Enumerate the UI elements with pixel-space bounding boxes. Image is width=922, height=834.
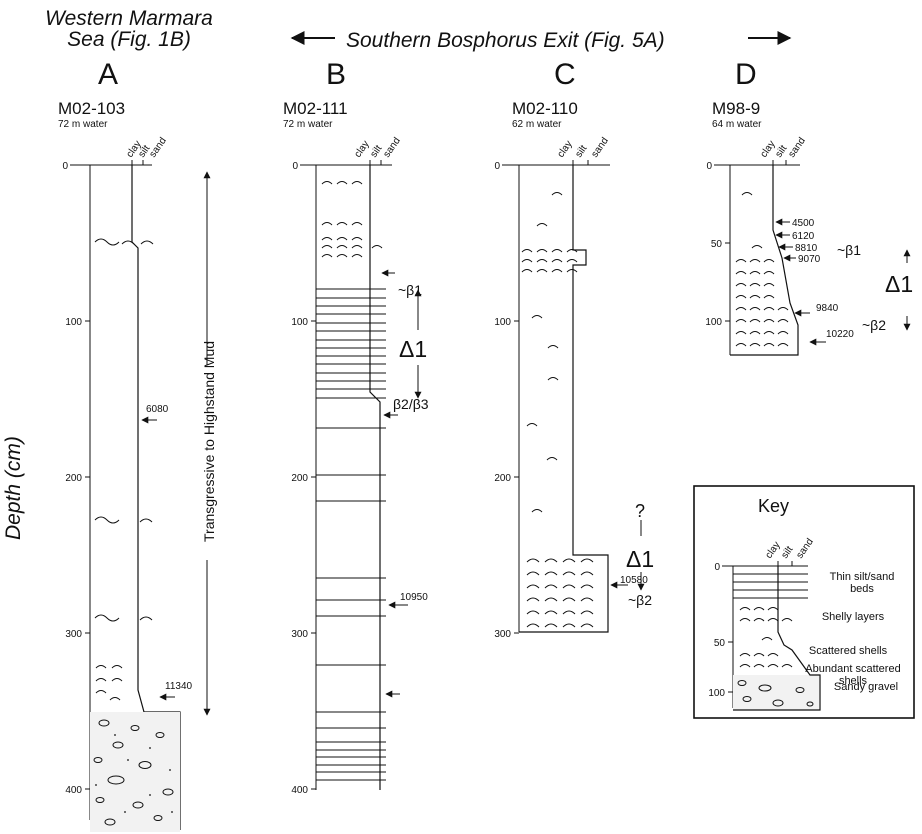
column-a-tick-400: 400 [65, 785, 82, 796]
transgressive-label: Transgressive to Highstand Mud [201, 341, 217, 542]
column-a-date-6080: 6080 [146, 404, 169, 415]
column-d-date-9840: 9840 [816, 303, 839, 314]
key-item-shelly-layers: Shelly layers [822, 611, 885, 623]
key-grain-sand: sand [794, 537, 815, 561]
transgressive-bracket: Transgressive to Highstand Mud [201, 172, 217, 715]
column-d-grain-clay: clay [758, 139, 777, 160]
column-b-tick-400: 400 [291, 785, 308, 796]
column-b-profile [370, 165, 380, 790]
column-c-tick-300: 300 [494, 629, 511, 640]
column-b-tick-200: 200 [291, 473, 308, 484]
column-c-question: ? [635, 501, 645, 521]
column-d: 0 50 100 clay silt sand [705, 136, 913, 355]
key-tick-0: 0 [714, 562, 720, 573]
column-c-date-10580: 10580 [620, 575, 648, 586]
column-d-tick-100: 100 [705, 317, 722, 328]
column-c-shells [522, 193, 593, 628]
column-d-tick-50: 50 [711, 239, 723, 250]
column-b-tick-300: 300 [291, 629, 308, 640]
column-d-date-4500: 4500 [792, 218, 815, 229]
column-c-grain-silt: silt [573, 143, 589, 160]
column-a-tick-0: 0 [62, 161, 68, 172]
column-a-date-11340: 11340 [165, 681, 193, 692]
column-a: 0 100 200 300 400 clay silt sand [62, 136, 192, 832]
column-d-grain-sand: sand [786, 136, 807, 160]
column-b: 0 100 200 300 400 clay silt sand [291, 136, 428, 796]
key-sandy-gravel-fill [733, 675, 819, 710]
column-b-date-10950: 10950 [400, 592, 428, 603]
column-d-date-10220: 10220 [826, 329, 854, 340]
key-item-scattered-shells: Scattered shells [809, 645, 888, 657]
column-b-marker-beta23: β2/β3 [393, 396, 429, 412]
column-d-delta: Δ1 [885, 271, 913, 297]
key-tick-100: 100 [708, 688, 725, 699]
column-c-grain-clay: clay [555, 139, 574, 160]
column-d-shells [736, 193, 788, 347]
column-c-tick-200: 200 [494, 473, 511, 484]
column-d-date-8810: 8810 [795, 243, 818, 254]
column-b-silt-beds [316, 289, 386, 780]
column-b-marker-beta1: ~β1 [398, 282, 422, 298]
column-d-date-9070: 9070 [798, 254, 821, 265]
column-c-tick-0: 0 [494, 161, 500, 172]
key-item-sandy-gravel: Sandy gravel [834, 681, 898, 693]
column-d-marker-beta2: ~β2 [862, 317, 886, 333]
column-b-tick-100: 100 [291, 317, 308, 328]
column-c-marker-beta2: ~β2 [628, 592, 652, 608]
column-b-shells [322, 182, 382, 258]
column-a-tick-300: 300 [65, 629, 82, 640]
column-b-delta: Δ1 [399, 336, 427, 362]
column-c-grain-sand: sand [589, 136, 610, 160]
column-b-grain-sand: sand [381, 136, 402, 160]
legend-key: Key 0 50 100 clay silt sand [694, 486, 914, 718]
key-tick-50: 50 [714, 638, 726, 649]
key-grain-clay: clay [763, 540, 782, 561]
column-a-grain-sand: sand [147, 136, 168, 160]
column-a-tick-100: 100 [65, 317, 82, 328]
column-a-tick-200: 200 [65, 473, 82, 484]
column-c-delta: Δ1 [626, 546, 654, 572]
column-b-tick-0: 0 [292, 161, 298, 172]
column-d-tick-0: 0 [706, 161, 712, 172]
column-c-tick-100: 100 [494, 317, 511, 328]
column-b-grain-clay: clay [352, 139, 371, 160]
column-d-date-6120: 6120 [792, 231, 815, 242]
column-d-marker-beta1: ~β1 [837, 242, 861, 258]
column-c: 0 100 200 300 clay silt sand [494, 136, 654, 640]
key-title: Key [758, 496, 789, 516]
